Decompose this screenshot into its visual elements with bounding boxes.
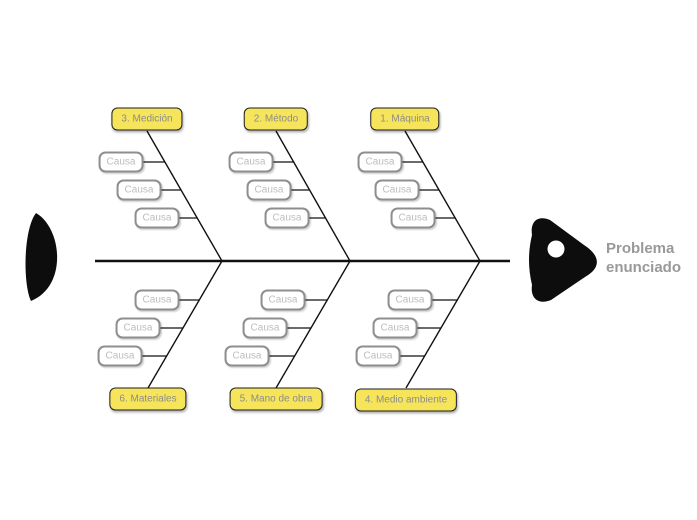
rib-line-medicion <box>146 130 223 262</box>
cause-node[interactable]: Causa <box>228 151 274 173</box>
cause-node[interactable]: Causa <box>264 207 310 229</box>
category-node-maquina[interactable]: 1. Máquina <box>370 107 440 131</box>
fish-eye <box>547 240 565 258</box>
problem-label[interactable]: Problema enunciado <box>606 240 682 276</box>
cause-node[interactable]: Causa <box>390 207 436 229</box>
cause-node[interactable]: Causa <box>116 179 162 201</box>
cause-node[interactable]: Causa <box>115 317 161 339</box>
rib-line-maquina <box>404 130 481 262</box>
cause-node[interactable]: Causa <box>260 289 306 311</box>
rib-line-metodo <box>275 130 351 262</box>
cause-node[interactable]: Causa <box>387 289 433 311</box>
cause-node[interactable]: Causa <box>357 151 403 173</box>
category-node-materiales[interactable]: 6. Materiales <box>109 387 187 411</box>
cause-node[interactable]: Causa <box>134 289 180 311</box>
rib-line-mano-de-obra <box>275 260 351 389</box>
cause-node[interactable]: Causa <box>372 317 418 339</box>
category-node-mano-de-obra[interactable]: 5. Mano de obra <box>229 387 323 411</box>
rib-line-materiales <box>147 260 223 389</box>
category-node-medio-ambiente[interactable]: 4. Medio ambiente <box>354 388 458 412</box>
cause-node[interactable]: Causa <box>98 151 144 173</box>
cause-node[interactable]: Causa <box>224 345 270 367</box>
cause-node[interactable]: Causa <box>97 345 143 367</box>
cause-node[interactable]: Causa <box>374 179 420 201</box>
fish-tail-shape <box>25 213 58 301</box>
category-node-metodo[interactable]: 2. Método <box>243 107 309 131</box>
cause-node[interactable]: Causa <box>134 207 180 229</box>
cause-node[interactable]: Causa <box>242 317 288 339</box>
fish-head-shape <box>529 218 597 302</box>
category-node-medicion[interactable]: 3. Medición <box>111 107 183 131</box>
cause-node[interactable]: Causa <box>355 345 401 367</box>
rib-line-medio-ambiente <box>405 260 481 389</box>
cause-node[interactable]: Causa <box>246 179 292 201</box>
